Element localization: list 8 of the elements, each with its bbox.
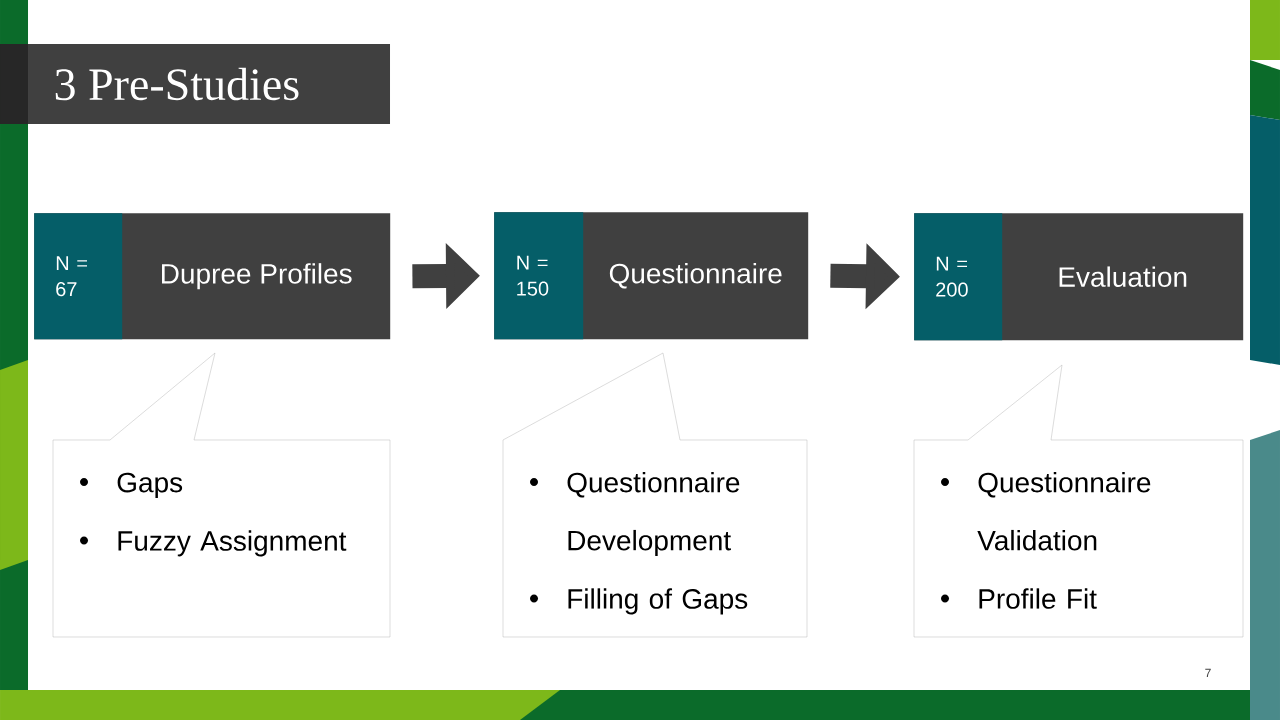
sample-size-box: N = 67 — [34, 213, 123, 340]
callout-box: Questionnaire Validation Profile Fit — [913, 364, 1244, 638]
title-banner: 3 Pre-Studies — [0, 44, 390, 124]
callout-box: Questionnaire Development Filling of Gaps — [502, 352, 808, 638]
sample-size-box: N = 200 — [914, 213, 1003, 341]
callout-box: Gaps Fuzzy Assignment — [52, 352, 391, 638]
page-number: 7 — [1205, 668, 1211, 678]
sample-size-box: N = 150 — [494, 212, 584, 340]
